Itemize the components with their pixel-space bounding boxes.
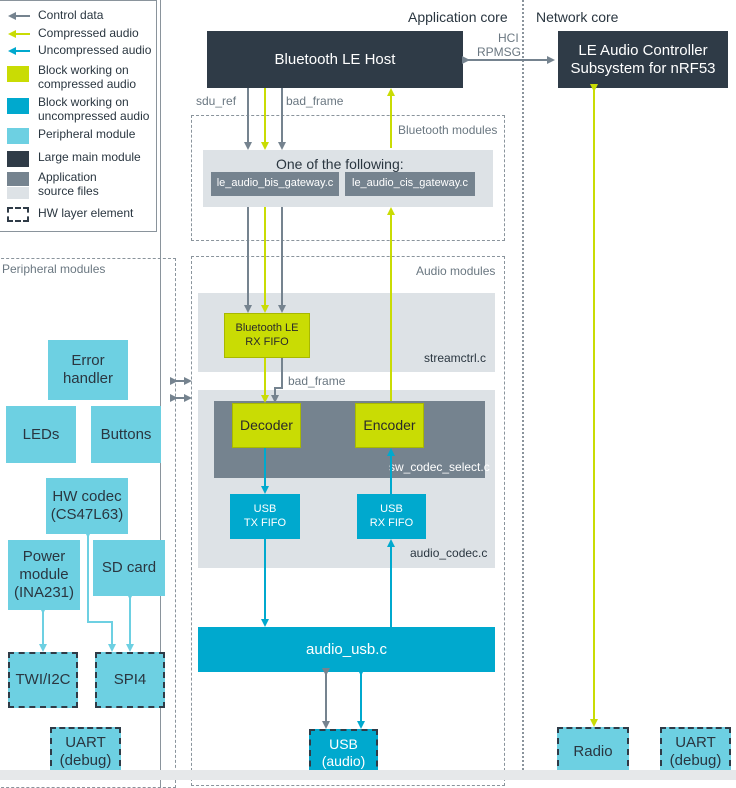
rpmsg-label: RPMSG (477, 45, 522, 59)
twi-i2c-hw: TWI/I2C (8, 652, 78, 708)
legend-swatch-hw (7, 207, 29, 222)
usb-audio-hw: USB (audio) (309, 729, 378, 777)
legend-swatch-peripheral (7, 128, 29, 144)
bad-frame-decoder-line (271, 358, 283, 403)
app-core-title: Application core (408, 9, 508, 25)
streamctrl-file: streamctrl.c (424, 351, 487, 365)
legend-swatch-app-source (7, 172, 29, 186)
encoder-block: Encoder (355, 403, 424, 448)
bad-frame-mid-label: bad_frame (288, 374, 346, 388)
bad-frame-top-label: bad_frame (286, 94, 344, 108)
sdu-ref-label: sdu_ref (196, 94, 237, 108)
uart-debug-left: UART (debug) (50, 727, 121, 777)
le-audio-controller: LE Audio Controller Subsystem for nRF53 (558, 31, 728, 88)
legend-block-uncompressed: Block working on uncompressed audio (38, 95, 150, 123)
decoder-block: Decoder (232, 403, 301, 448)
legend-swatch-compressed (7, 66, 29, 82)
legend-compressed: Compressed audio (38, 26, 139, 40)
usb-rx-fifo: USB RX FIFO (357, 494, 426, 539)
usb-tx-fifo: USB TX FIFO (230, 494, 300, 539)
legend-uncompressed: Uncompressed audio (38, 43, 152, 57)
sw-codec-select-file: sw_codec_select.c (389, 460, 490, 474)
legend-block-compressed: Block working on compressed audio (38, 63, 137, 91)
peripheral-modules-title: Peripheral modules (2, 262, 106, 276)
bluetooth-modules-title: Bluetooth modules (398, 123, 498, 137)
net-core-title: Network core (536, 9, 619, 25)
bluetooth-modules-region (191, 115, 505, 241)
legend-hw-layer: HW layer element (38, 206, 134, 220)
legend-peripheral: Peripheral module (38, 127, 136, 141)
legend: Control data Compressed audio Uncompress… (0, 0, 157, 232)
app-core-region (160, 0, 530, 788)
audio-codec-file: audio_codec.c (410, 546, 488, 560)
bis-gateway-file: le_audio_bis_gateway.c (211, 172, 339, 196)
legend-swatch-panel (7, 187, 29, 199)
legend-swatch-uncompressed (7, 98, 29, 114)
core-divider (522, 0, 524, 770)
error-handler: Error handler (48, 340, 128, 400)
legend-app-source: Application source files (38, 170, 99, 198)
hw-codec-module: HW codec (CS47L63) (46, 478, 128, 534)
radio-hw: Radio (557, 727, 629, 777)
legend-large: Large main module (38, 150, 141, 164)
hci-label: HCI (498, 31, 519, 45)
one-of-following: One of the following: (276, 156, 404, 172)
spi4-hw: SPI4 (95, 652, 165, 708)
leds-module: LEDs (6, 406, 76, 463)
buttons-module: Buttons (91, 406, 161, 463)
power-module: Power module (INA231) (8, 540, 80, 610)
bluetooth-le-host: Bluetooth LE Host (207, 31, 463, 88)
cis-gateway-file: le_audio_cis_gateway.c (345, 172, 475, 196)
footer-strip (0, 770, 736, 780)
uart-debug-right: UART (debug) (660, 727, 731, 777)
audio-usb-block: audio_usb.c (198, 627, 495, 672)
legend-control: Control data (38, 8, 104, 22)
bluetooth-rx-fifo: Bluetooth LE RX FIFO (224, 313, 310, 358)
audio-modules-title: Audio modules (416, 264, 496, 278)
legend-arrows (8, 12, 30, 55)
codec-spi-link (84, 530, 116, 652)
legend-swatch-large (7, 151, 29, 167)
